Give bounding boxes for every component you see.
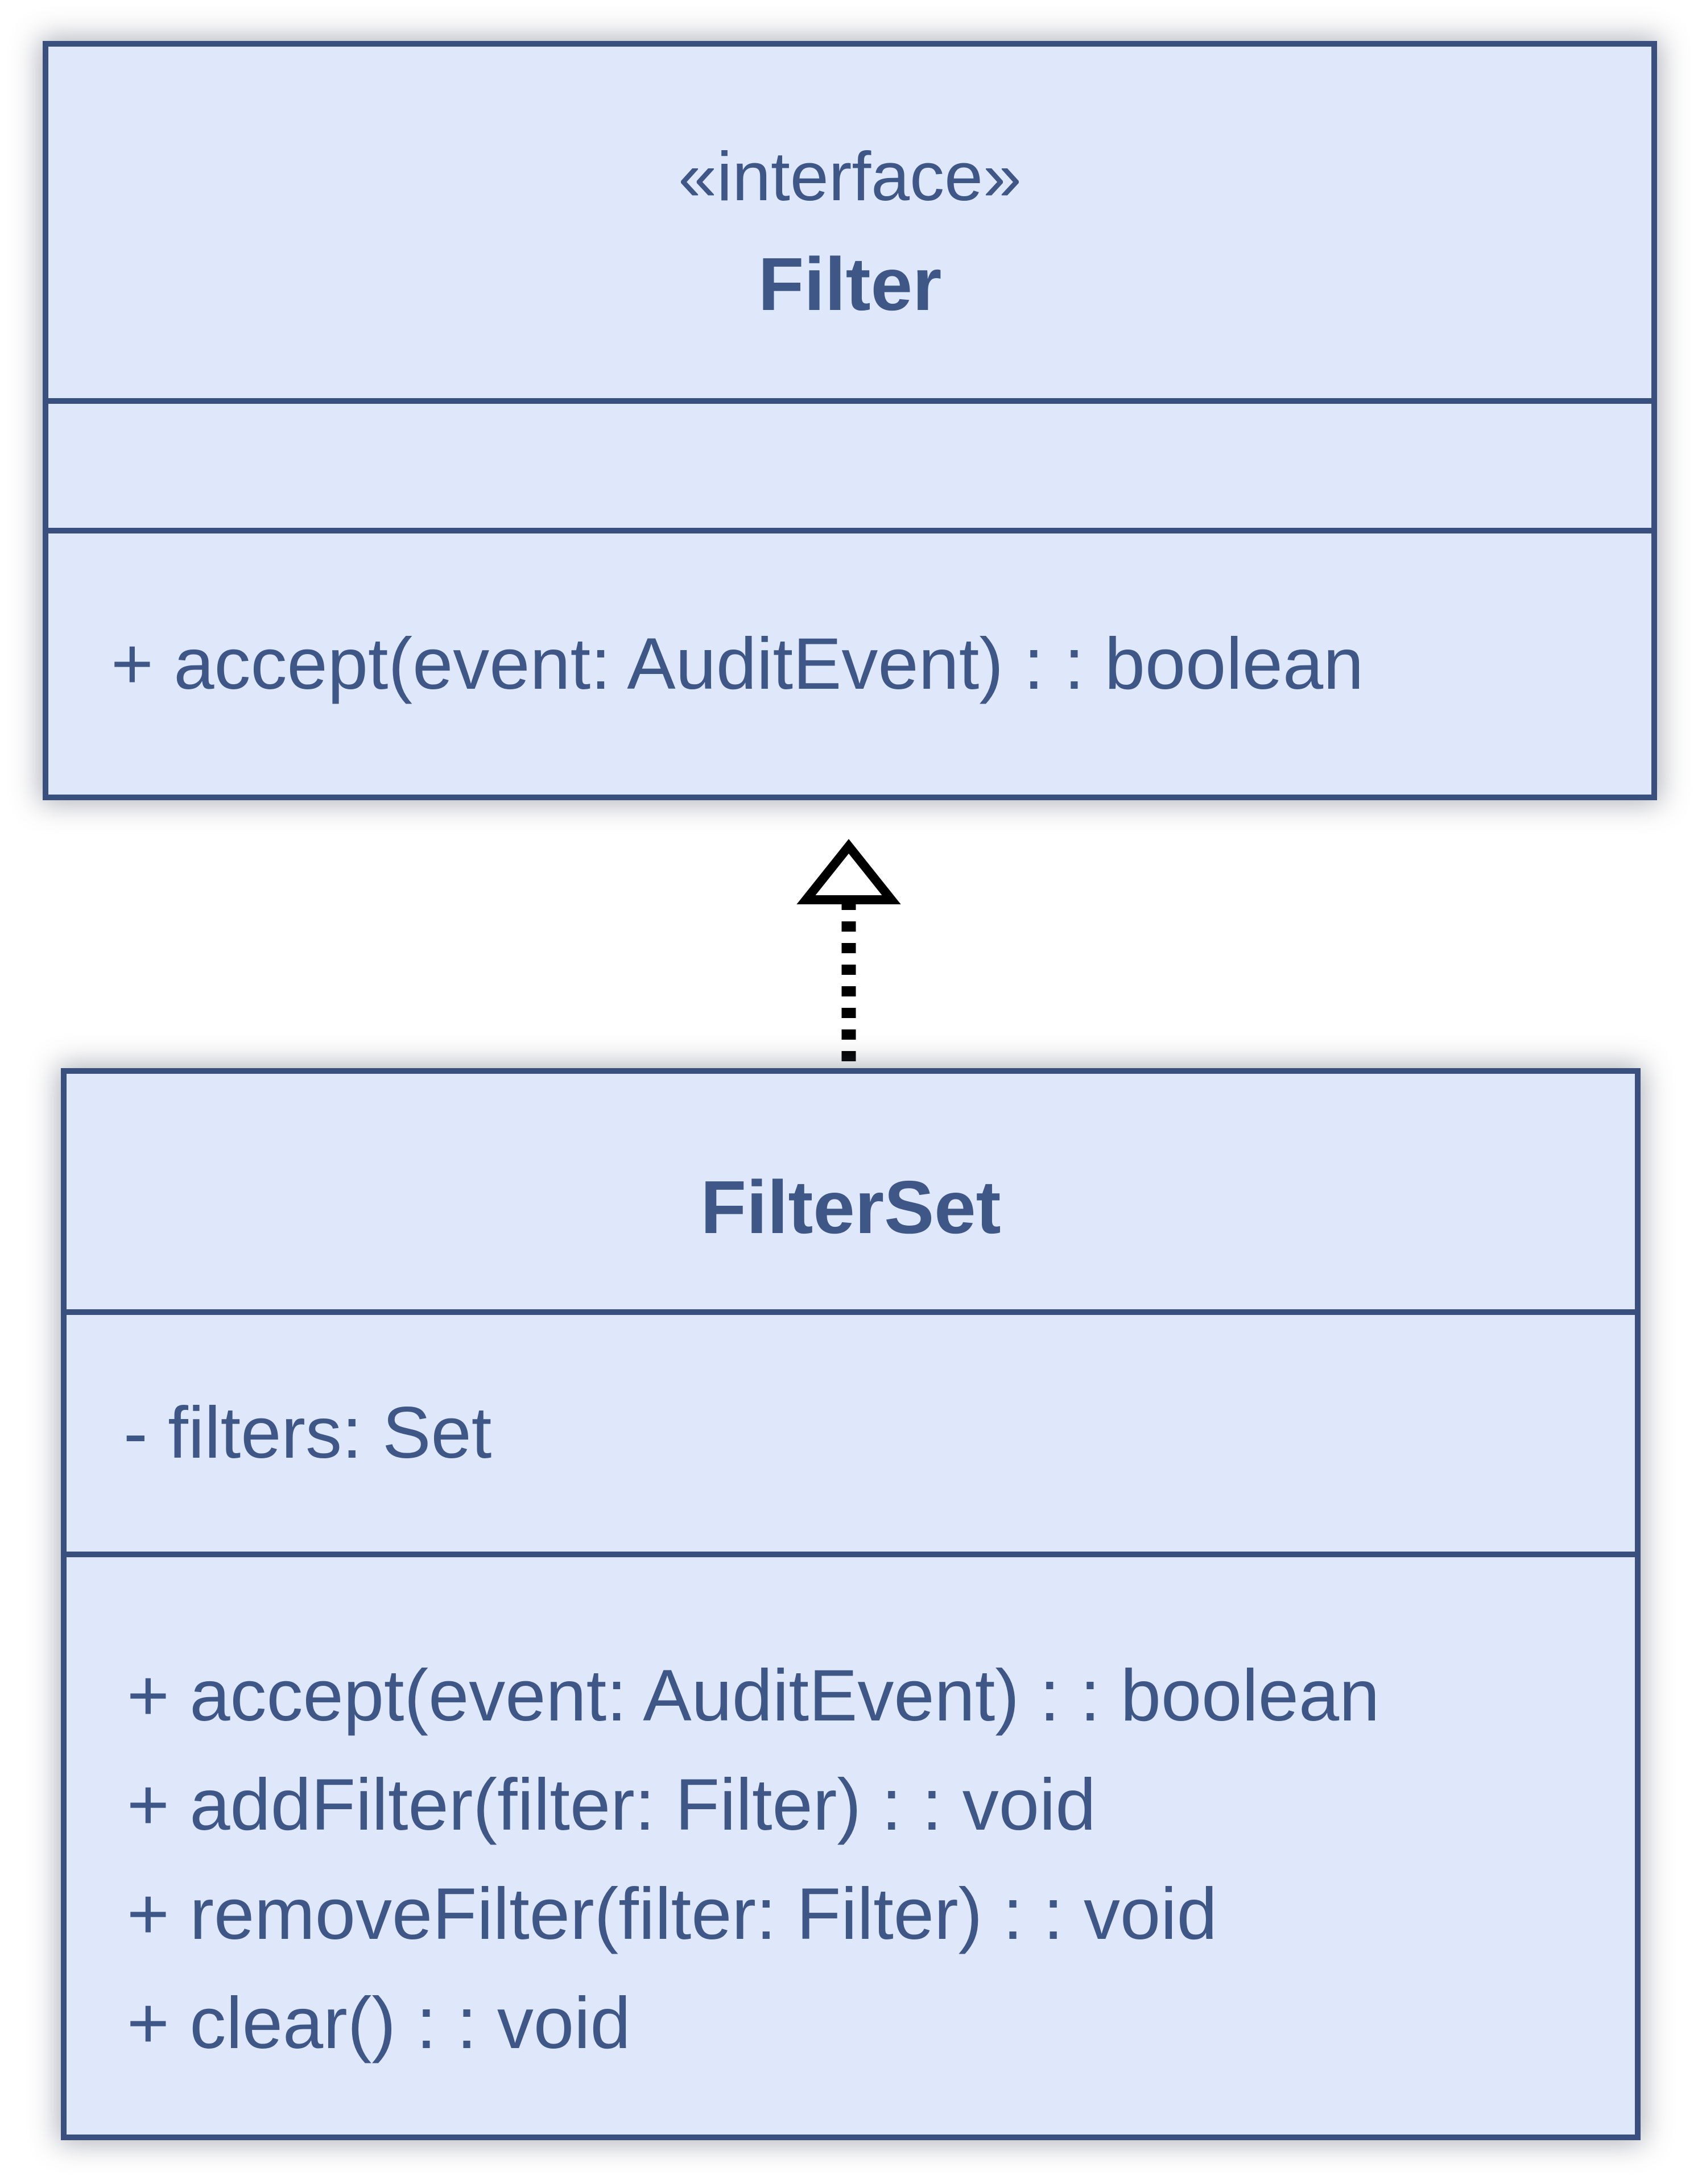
interface-methods-divider <box>48 528 1651 533</box>
filterset-class-box: FilterSet - filters: Set + accept(event:… <box>61 1068 1641 2140</box>
interface-attributes-compartment <box>48 404 1651 528</box>
filterset-attribute-filters: - filters: Set <box>123 1392 492 1474</box>
interface-filter-class-box: «interface» Filter + accept(event: Audit… <box>43 41 1657 800</box>
filterset-method-removefilter: + removeFilter(filter: Filter) : : void <box>127 1873 1217 1955</box>
filterset-attributes-divider <box>67 1309 1635 1315</box>
interface-methods-compartment: + accept(event: AuditEvent) : : boolean <box>48 533 1651 795</box>
filterset-name-label: FilterSet <box>700 1165 1001 1249</box>
interface-title-compartment: «interface» Filter <box>48 47 1651 398</box>
realization-arrow <box>796 839 901 1062</box>
interface-attributes-divider <box>48 398 1651 404</box>
filterset-methods-divider <box>67 1552 1635 1557</box>
interface-name-label: Filter <box>758 242 942 326</box>
interface-method-accept: + accept(event: AuditEvent) : : boolean <box>111 623 1364 705</box>
interface-stereotype-label: «interface» <box>678 138 1022 215</box>
filterset-method-clear: + clear() : : void <box>127 1982 631 2064</box>
filterset-method-addfilter: + addFilter(filter: Filter) : : void <box>127 1764 1096 1846</box>
filterset-attributes-compartment: - filters: Set <box>67 1315 1635 1552</box>
hollow-triangle-arrowhead-icon <box>796 839 901 904</box>
filterset-methods-compartment: + accept(event: AuditEvent) : : boolean … <box>67 1557 1635 2135</box>
filterset-method-accept: + accept(event: AuditEvent) : : boolean <box>127 1654 1380 1736</box>
filterset-title-compartment: FilterSet <box>67 1074 1635 1309</box>
